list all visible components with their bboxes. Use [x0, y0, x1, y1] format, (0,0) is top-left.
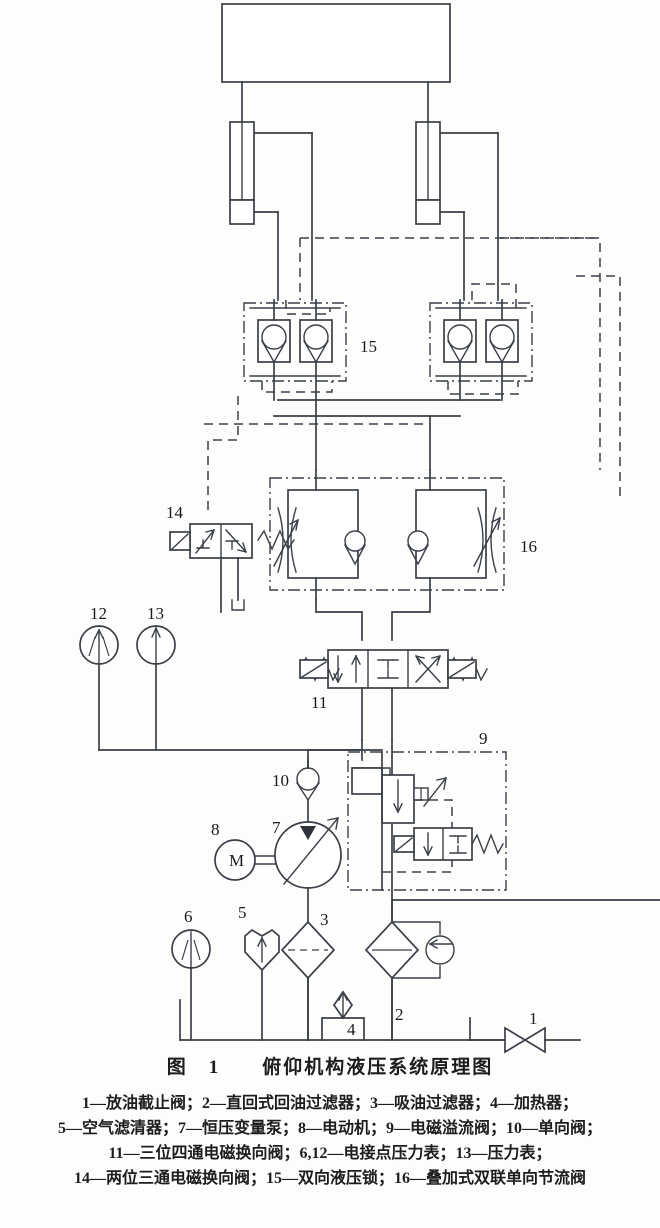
hydraulic-schematic: .ln {stroke:#3a3f48;stroke-width:1.7;fil…	[79, 3, 660, 1054]
callout-5: 5	[238, 903, 247, 922]
callout-14: 14	[166, 503, 184, 522]
callout-6: 6	[184, 907, 193, 926]
load-block	[221, 3, 451, 83]
heater-4	[321, 990, 365, 1041]
callout-9: 9	[479, 729, 488, 748]
pilot-line-network	[204, 237, 621, 510]
callout-1: 1	[529, 1009, 538, 1028]
callout-13: 13	[147, 604, 164, 623]
pressure-gauge-13	[136, 625, 176, 751]
callout-7: 7	[272, 818, 281, 837]
callout-16: 16	[520, 537, 537, 556]
hydraulic-lock-right	[429, 283, 533, 401]
stacked-throttle-valve-block	[257, 469, 505, 641]
solenoid-relief-valve-9	[347, 751, 507, 891]
pressure-gauge-12	[79, 625, 119, 751]
return-filter-2	[364, 920, 455, 1041]
valve-14-two-position-three-way	[169, 523, 253, 613]
shut-off-valve-1	[469, 1017, 581, 1054]
legend-line-1: 1—放油截止阀；2—直回式回油过滤器；3—吸油过滤器；4—加热器；	[81, 1095, 578, 1112]
legend-line-2: 5—空气滤清器；7—恒压变量泵；8—电动机；9—电磁溢流阀；10—单向阀；	[57, 1120, 602, 1137]
legend-line-3: 11—三位四通电磁换向阀；6,12—电接点压力表；13—压力表；	[108, 1145, 552, 1162]
hydraulic-lock-left	[243, 299, 347, 401]
suction-filter-3	[280, 920, 336, 1041]
motor-label: M	[229, 851, 244, 870]
variable-pump-7	[274, 817, 342, 1041]
callout-3: 3	[320, 910, 329, 929]
pressure-gauge-6	[171, 929, 211, 1041]
figure-title: 图 1 俯仰机构液压系统原理图	[166, 1057, 494, 1078]
callout-8: 8	[211, 820, 220, 839]
callout-15: 15	[360, 337, 377, 356]
callout-2: 2	[395, 1005, 404, 1024]
electric-motor-8: M	[214, 839, 276, 881]
air-breather-filter-5	[244, 928, 280, 1041]
hydraulic-cylinder-left	[229, 81, 313, 301]
hydraulic-cylinder-right	[415, 81, 499, 301]
figure-captions: 图 1 俯仰机构液压系统原理图 1—放油截止阀；2—直回式回油过滤器；3—吸油过…	[0, 1055, 660, 1191]
legend-line-4: 14—两位三通电磁换向阀；15—双向液压锁；16—叠加式双联单向节流阀	[73, 1170, 586, 1187]
callout-11: 11	[311, 693, 327, 712]
check-valve-10	[296, 749, 320, 823]
callout-10: 10	[272, 771, 289, 790]
callout-12: 12	[90, 604, 107, 623]
callout-4: 4	[347, 1020, 356, 1039]
